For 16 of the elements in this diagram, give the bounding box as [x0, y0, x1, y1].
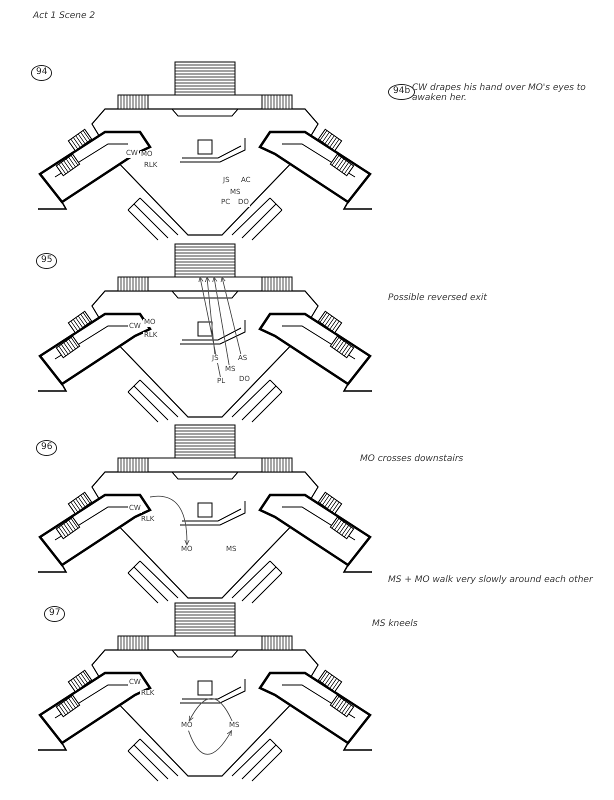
movement-arrow — [150, 496, 190, 546]
movement-arrow — [188, 698, 233, 722]
handwritten-note: MO crosses downstairs — [360, 455, 464, 465]
movement-arrow — [204, 276, 216, 354]
cue-number: 94 — [31, 65, 52, 81]
movement-arrow — [198, 276, 221, 378]
cue-number: 97 — [44, 606, 66, 622]
movement-arrow — [188, 730, 232, 755]
scene-title: Act 1 Scene 2 — [33, 12, 96, 22]
handwritten-note: MS kneels — [372, 620, 419, 630]
cue-number: 95 — [36, 253, 58, 269]
cue-number: 96 — [36, 440, 58, 456]
movement-arrow — [212, 276, 230, 366]
movement-arrow — [220, 276, 242, 354]
handwritten-note: Possible reversed exit — [388, 294, 488, 304]
handwritten-note: MS + MO walk very slowly around each other — [388, 576, 594, 586]
